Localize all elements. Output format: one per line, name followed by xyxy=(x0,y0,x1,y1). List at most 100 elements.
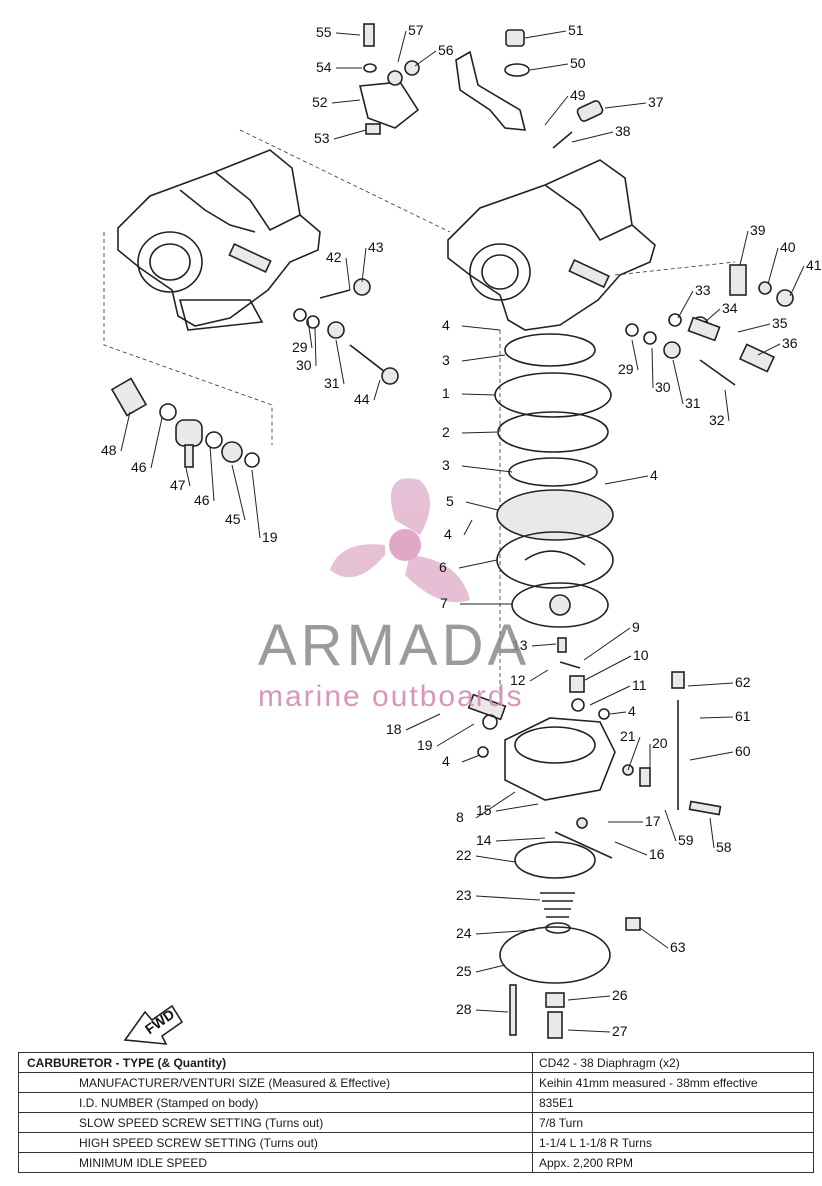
callout-number: 8 xyxy=(456,809,464,825)
spec-label: I.D. NUMBER (Stamped on body) xyxy=(18,1092,533,1113)
left-carburetor-body xyxy=(117,149,321,331)
callout-leader xyxy=(461,754,481,763)
callout-number: 59 xyxy=(678,832,694,848)
callout-leader xyxy=(604,102,647,109)
callout-leader xyxy=(529,63,569,71)
callout-number: 28 xyxy=(456,1001,472,1017)
callout-leader xyxy=(737,323,771,333)
callout-leader xyxy=(461,431,499,434)
callout-number: 6 xyxy=(439,559,447,575)
callout-number: 4 xyxy=(628,703,636,719)
callout-number: 15 xyxy=(476,802,492,818)
callout-leader xyxy=(436,723,475,747)
right-side-hardware xyxy=(625,264,794,386)
callout-number: 1 xyxy=(442,385,450,401)
callout-leader xyxy=(461,393,496,396)
callout-number: 55 xyxy=(316,24,332,40)
callout-number: 41 xyxy=(806,257,822,273)
spec-value: Appx. 2,200 RPM xyxy=(532,1152,814,1173)
callout-leader xyxy=(361,247,367,283)
callout-leader xyxy=(458,559,498,569)
callout-leader xyxy=(150,417,163,469)
callout-leader xyxy=(639,927,669,949)
spec-value: Keihin 41mm measured - 38mm effective xyxy=(532,1072,814,1093)
callout-number: 33 xyxy=(695,282,711,298)
callout-leader xyxy=(767,247,779,285)
callout-leader xyxy=(583,627,631,661)
callout-leader xyxy=(251,469,261,539)
callout-leader xyxy=(677,290,694,319)
callout-number: 62 xyxy=(735,674,751,690)
callout-number: 38 xyxy=(615,123,631,139)
callout-leader xyxy=(689,751,734,761)
callout-number: 32 xyxy=(709,412,725,428)
spec-label: SLOW SPEED SCREW SETTING (Turns out) xyxy=(18,1112,533,1133)
left-side-hardware xyxy=(110,278,399,468)
callout-leader xyxy=(475,1009,509,1013)
callout-leader xyxy=(461,465,513,473)
callout-number: 50 xyxy=(570,55,586,71)
callout-number: 37 xyxy=(648,94,664,110)
callout-number: 42 xyxy=(326,249,342,265)
spec-row: CARBURETOR - TYPE (& Quantity)CD42 - 38 … xyxy=(18,1052,814,1073)
callout-leader xyxy=(475,895,541,901)
callout-leader xyxy=(461,325,501,331)
callout-leader xyxy=(209,445,215,502)
spec-row: SLOW SPEED SCREW SETTING (Turns out)7/8 … xyxy=(18,1112,814,1133)
callout-number: 35 xyxy=(772,315,788,331)
callout-number: 31 xyxy=(685,395,701,411)
callout-number: 19 xyxy=(417,737,433,753)
callout-leader xyxy=(335,339,345,385)
callout-number: 44 xyxy=(354,391,370,407)
callout-number: 29 xyxy=(292,339,308,355)
right-carburetor-body xyxy=(447,159,656,331)
callout-number: 11 xyxy=(632,677,647,693)
propeller-logo xyxy=(330,478,470,603)
spec-value: 1-1/4 L 1-1/8 R Turns xyxy=(532,1132,814,1153)
callout-leader xyxy=(475,855,516,863)
spec-value: 7/8 Turn xyxy=(532,1112,814,1133)
callout-number: 19 xyxy=(262,529,278,545)
callout-number: 12 xyxy=(510,672,526,688)
callout-number: 21 xyxy=(620,728,636,744)
callout-number: 9 xyxy=(632,619,640,635)
callout-number: 2 xyxy=(442,424,450,440)
carburetor-spec-table: CARBURETOR - TYPE (& Quantity)CD42 - 38 … xyxy=(18,1052,814,1173)
callout-leader xyxy=(609,711,627,715)
fwd-arrow-icon: FWD xyxy=(123,1004,184,1045)
callout-number: 5 xyxy=(446,493,454,509)
callout-leader xyxy=(307,319,313,349)
callout-number: 47 xyxy=(170,477,186,493)
callout-number: 53 xyxy=(314,130,330,146)
callout-number: 54 xyxy=(316,59,332,75)
callout-number: 10 xyxy=(633,647,649,663)
callout-leader xyxy=(345,257,351,291)
callout-number: 26 xyxy=(612,987,628,1003)
callout-leader xyxy=(475,791,516,819)
callout-leader xyxy=(120,411,131,452)
callout-leader xyxy=(757,343,781,356)
callout-number: 25 xyxy=(456,963,472,979)
callout-leader xyxy=(335,32,361,36)
callout-leader xyxy=(331,99,361,104)
callout-leader xyxy=(584,655,632,681)
watermark-wordmark: ARMADA xyxy=(258,613,531,678)
watermark-tagline: marine outboards xyxy=(258,680,524,713)
callout-leader xyxy=(704,308,721,323)
callout-leader xyxy=(604,475,649,485)
spec-row: MANUFACTURER/VENTURI SIZE (Measured & Ef… xyxy=(18,1072,814,1093)
callout-leader xyxy=(567,995,611,1001)
callout-number: 45 xyxy=(225,511,241,527)
callout-number: 46 xyxy=(131,459,147,475)
callout-number: 20 xyxy=(652,735,668,751)
spec-value: 835E1 xyxy=(532,1092,814,1113)
callout-leader xyxy=(589,685,631,706)
callout-leader xyxy=(231,464,246,521)
spec-value: CD42 - 38 Diaphragm (x2) xyxy=(532,1052,814,1073)
callout-number: 4 xyxy=(442,317,450,333)
callout-number: 51 xyxy=(568,22,584,38)
spec-label: MINIMUM IDLE SPEED xyxy=(18,1152,533,1173)
callout-number: 40 xyxy=(780,239,796,255)
callout-leader xyxy=(475,929,536,935)
